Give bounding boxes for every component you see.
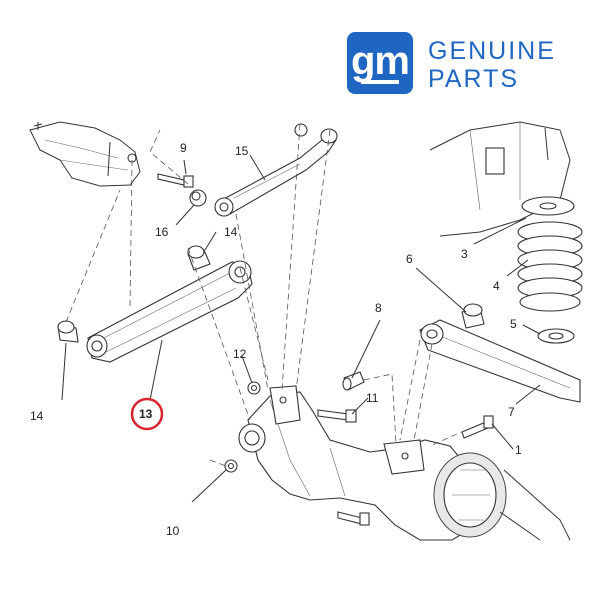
frame-body-outline bbox=[29, 121, 141, 187]
coil-spring bbox=[517, 196, 583, 344]
bushing-14-upper bbox=[187, 245, 211, 271]
callout-13-highlight-ring bbox=[130, 397, 164, 431]
bolt-9 bbox=[157, 173, 194, 188]
leader-lines bbox=[61, 154, 541, 503]
callout-1: 1 bbox=[515, 443, 522, 457]
bushing-6 bbox=[461, 303, 485, 329]
callout-11: 11 bbox=[366, 391, 379, 405]
gm-logo-text: gm bbox=[351, 39, 410, 83]
callout-14-left: 14 bbox=[30, 409, 44, 423]
callout-5: 5 bbox=[510, 317, 517, 331]
nut-10 bbox=[224, 459, 238, 473]
callout-14-upper: 14 bbox=[224, 225, 238, 239]
bolt-lower bbox=[337, 511, 370, 526]
callout-13: 13 bbox=[139, 407, 153, 421]
callout-4: 4 bbox=[493, 279, 500, 293]
alignment-lines bbox=[65, 123, 467, 467]
callout-12: 12 bbox=[233, 347, 247, 361]
upper-control-arm bbox=[214, 123, 338, 217]
callout-16: 16 bbox=[155, 225, 169, 239]
nut-12 bbox=[247, 381, 261, 395]
bolt-11 bbox=[317, 409, 357, 423]
brand-line-parts: PARTS bbox=[428, 65, 520, 93]
callout-7: 7 bbox=[508, 405, 515, 419]
bump-stop-8 bbox=[342, 371, 365, 391]
lower-control-arm bbox=[86, 260, 253, 363]
track-bar-link bbox=[419, 319, 581, 403]
brand-line-genuine: GENUINE bbox=[428, 37, 556, 65]
callout-3: 3 bbox=[461, 247, 468, 261]
gm-logo-underline bbox=[361, 80, 399, 84]
callout-6: 6 bbox=[406, 252, 413, 266]
rear-frame-structure bbox=[429, 121, 571, 237]
bolt-1 bbox=[461, 415, 494, 439]
gm-logo: gm bbox=[347, 32, 413, 94]
callout-8: 8 bbox=[375, 301, 382, 315]
bushing-16 bbox=[189, 189, 207, 207]
bushing-14-lower bbox=[57, 320, 79, 343]
callout-15: 15 bbox=[235, 144, 249, 158]
callout-9: 9 bbox=[180, 141, 187, 155]
axle-housing bbox=[238, 385, 571, 541]
callout-10: 10 bbox=[166, 524, 180, 538]
